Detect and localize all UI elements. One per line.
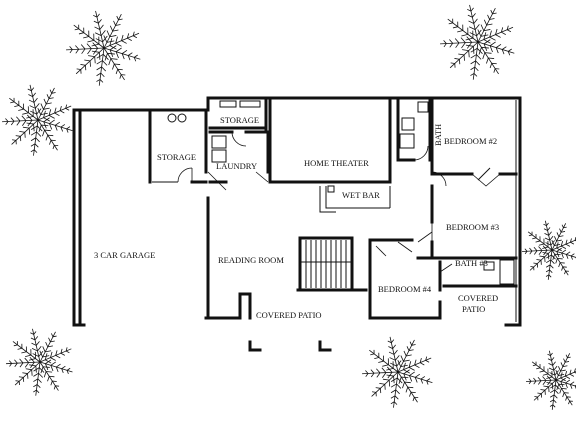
interior-walls bbox=[148, 98, 518, 320]
exterior-walls bbox=[72, 96, 522, 327]
room-label-storage-left: STORAGE bbox=[157, 152, 196, 162]
door-swing-icon bbox=[177, 131, 501, 273]
palm-plant-icon bbox=[362, 336, 433, 408]
fixture-icon bbox=[167, 100, 515, 285]
room-label-bedroom-4: BEDROOM #4 bbox=[378, 284, 432, 294]
patio-post-marks bbox=[248, 340, 332, 352]
palm-plant-icon bbox=[526, 350, 576, 410]
room-label-bedroom-3: BEDROOM #3 bbox=[446, 222, 499, 232]
plants-layer bbox=[2, 4, 576, 410]
room-label-storage-top: STORAGE bbox=[220, 115, 259, 125]
room-label-reading-room: READING ROOM bbox=[218, 255, 284, 265]
room-label-home-theater: HOME THEATER bbox=[304, 158, 369, 168]
room-label-laundry: LAUNDRY bbox=[216, 161, 257, 171]
room-label-bath-3: BATH #3 bbox=[455, 258, 488, 268]
room-label-bath-top: BATH bbox=[433, 124, 443, 146]
palm-plant-icon bbox=[440, 4, 515, 80]
palm-plant-icon bbox=[2, 84, 73, 156]
room-label-covered-patio-main: COVERED PATIO bbox=[256, 310, 322, 320]
palm-plant-icon bbox=[6, 328, 73, 396]
palm-plant-icon bbox=[522, 220, 576, 280]
room-label-covered-patio-right-2: PATIO bbox=[462, 304, 485, 314]
palm-plant-icon bbox=[66, 10, 141, 86]
room-label-wet-bar: WET BAR bbox=[342, 190, 380, 200]
room-label-garage: 3 CAR GARAGE bbox=[94, 250, 155, 260]
room-label-bedroom-2: BEDROOM #2 bbox=[444, 136, 497, 146]
room-label-covered-patio-right-1: COVERED bbox=[458, 293, 498, 303]
stair-icon bbox=[300, 240, 352, 288]
